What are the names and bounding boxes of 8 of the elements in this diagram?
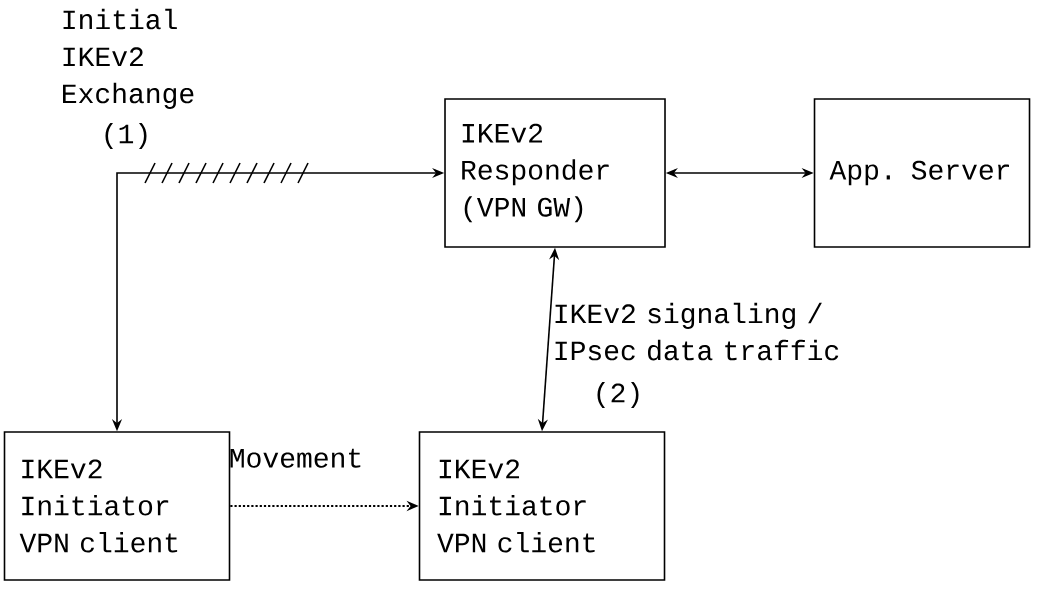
box: IKEv2 Responder (VPN GW) [444,98,666,248]
edge-label: IKEv2 signaling / IPsec data traffic [555,302,839,361]
edge-label: Movement [230,448,361,468]
box: IKEv2 Initiator VPN client [3,431,231,581]
edge-label: Initial IKEv2 Exchange [63,8,194,109]
callout-number: (1) [105,122,147,150]
box: IKEv2 Initiator VPN client [418,431,666,581]
box: App. Server [813,98,1031,248]
